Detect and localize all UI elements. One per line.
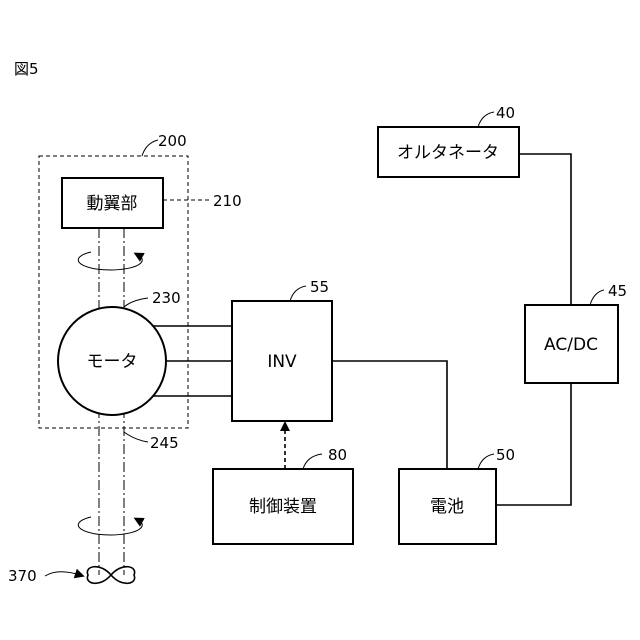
motor-ref: 230 — [152, 289, 181, 307]
inverter-leader — [290, 286, 306, 301]
acdc-battery-wire — [496, 383, 571, 505]
alternator-acdc-wire — [519, 154, 571, 305]
alternator-ref: 40 — [496, 104, 515, 122]
controller-leader — [303, 454, 322, 469]
controller-label: 制御装置 — [249, 497, 317, 517]
battery-label: 電池 — [430, 497, 464, 517]
fan-leader-arrow — [45, 572, 80, 576]
rotor-label: 動翼部 — [87, 194, 138, 214]
shaft-leader — [124, 432, 148, 442]
acdc-ref: 45 — [608, 282, 627, 300]
inverter-label: INV — [267, 352, 297, 372]
motor-label: モータ — [87, 352, 138, 372]
unit-200-leader — [142, 140, 158, 156]
fan-icon — [87, 567, 134, 584]
alternator-label: オルタネータ — [397, 143, 499, 163]
rotor-ref: 210 — [213, 192, 242, 210]
acdc-leader — [590, 290, 604, 305]
motor-leader — [124, 298, 148, 307]
alternator-leader — [478, 112, 494, 127]
shaft-ref: 245 — [150, 434, 179, 452]
lower-rotation-arrow-icon — [78, 517, 142, 535]
controller-ref: 80 — [328, 446, 347, 464]
battery-leader — [478, 454, 494, 469]
fan-ref: 370 — [8, 567, 37, 585]
upper-rotation-arrow-icon — [78, 252, 142, 270]
unit-200-ref: 200 — [158, 132, 187, 150]
inv-battery-wire — [332, 361, 447, 469]
acdc-label: AC/DC — [544, 335, 598, 355]
figure-label: 図5 — [14, 60, 39, 78]
battery-ref: 50 — [496, 446, 515, 464]
inverter-ref: 55 — [310, 278, 329, 296]
